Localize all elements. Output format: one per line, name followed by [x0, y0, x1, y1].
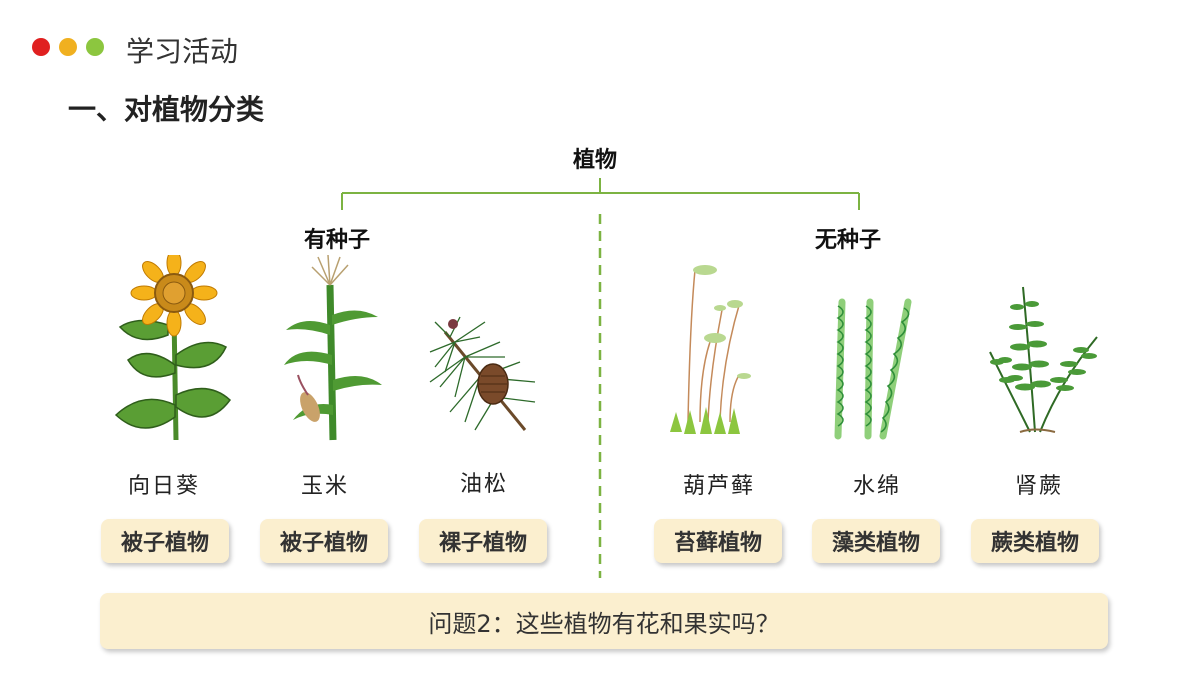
traffic-dots: [32, 38, 104, 56]
category-tag-corn: 被子植物: [260, 519, 388, 563]
category-tag-pine: 裸子植物: [419, 519, 547, 563]
fern-icon: [989, 286, 1098, 433]
plant-name-pine: 油松: [459, 472, 508, 497]
main-heading: 一、对植物分类: [68, 93, 265, 126]
question-text: 问题2：这些植物有花和果实吗？: [428, 609, 780, 638]
tree-root-label: 植物: [573, 148, 618, 173]
category-tag-moss: 苔藓植物: [654, 519, 782, 563]
sunflower-icon: [114, 255, 232, 441]
plant-name-moss: 葫芦藓: [682, 474, 755, 499]
plant-name-sunflower: 向日葵: [127, 474, 200, 499]
category-tag-sunflower: 被子植物: [101, 519, 229, 563]
pine-icon: [429, 316, 536, 431]
spirogyra-icon: [834, 298, 912, 440]
section-label: 学习活动: [126, 35, 239, 68]
category-tag-spirogyra: 藻类植物: [812, 519, 940, 563]
plant-name-spirogyra: 水绵: [852, 474, 901, 499]
yellow-dot-icon: [59, 38, 77, 56]
category-tag-fern: 蕨类植物: [971, 519, 1099, 563]
left-branch-label: 有种子: [304, 228, 371, 253]
plant-name-corn: 玉米: [300, 474, 349, 499]
moss-icon: [670, 265, 751, 434]
plant-name-fern: 肾蕨: [1014, 474, 1063, 499]
red-dot-icon: [32, 38, 50, 56]
question-box: 问题2：这些植物有花和果实吗？: [100, 593, 1108, 649]
green-dot-icon: [86, 38, 104, 56]
right-branch-label: 无种子: [815, 228, 882, 253]
corn-icon: [284, 255, 382, 441]
